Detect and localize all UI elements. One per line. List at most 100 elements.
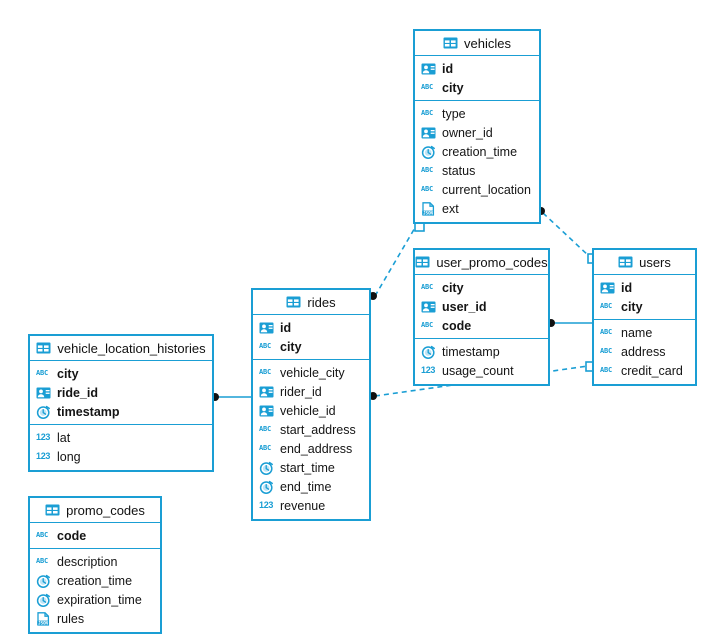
clock-icon — [36, 593, 51, 607]
abc-icon: ABC — [421, 283, 434, 291]
column-name: end_time — [280, 479, 332, 494]
primary-key-row[interactable]: id — [594, 278, 695, 297]
column-name: timestamp — [442, 344, 500, 359]
column-name: code — [442, 318, 472, 333]
column-row[interactable]: creation_time — [30, 571, 160, 590]
column-name: status — [442, 163, 476, 178]
table-grid-icon — [618, 256, 633, 268]
column-row[interactable]: rider_id — [253, 382, 369, 401]
column-name: creation_time — [442, 144, 518, 159]
table-header[interactable]: vehicles — [415, 31, 539, 56]
column-name: revenue — [280, 498, 326, 513]
id-card-icon — [421, 63, 436, 75]
column-name: type — [442, 106, 466, 121]
column-name: rules — [57, 611, 85, 626]
column-row[interactable]: JSON rules — [30, 609, 160, 628]
json-file-icon: JSON — [36, 611, 51, 626]
table-grid-icon — [286, 296, 301, 308]
column-name: creation_time — [57, 573, 133, 588]
table-header[interactable]: users — [594, 250, 695, 275]
abc-icon: ABC — [259, 368, 272, 376]
column-name: id — [280, 320, 292, 335]
column-row[interactable]: vehicle_id — [253, 401, 369, 420]
primary-key-row[interactable]: id — [415, 59, 539, 78]
id-card-icon — [421, 301, 436, 313]
clock-icon — [259, 480, 274, 494]
clock-icon — [36, 405, 51, 419]
abc-icon: ABC — [600, 328, 613, 336]
column-row[interactable]: timestamp — [415, 342, 548, 361]
column-name: ride_id — [57, 385, 98, 400]
column-row[interactable]: ABC type — [415, 104, 539, 123]
table-grid-icon — [415, 256, 430, 268]
primary-key-row[interactable]: user_id — [415, 297, 548, 316]
clock-icon — [421, 345, 436, 359]
abc-icon: ABC — [421, 109, 434, 117]
primary-key-row[interactable]: id — [253, 318, 369, 337]
column-row[interactable]: start_time — [253, 458, 369, 477]
column-row[interactable]: ABC status — [415, 161, 539, 180]
id-card-icon — [421, 127, 436, 139]
primary-key-row[interactable]: ABC code — [30, 526, 160, 545]
column-row[interactable]: expiration_time — [30, 590, 160, 609]
json-file-icon: JSON — [421, 201, 436, 216]
column-name: end_address — [280, 441, 353, 456]
column-row[interactable]: creation_time — [415, 142, 539, 161]
column-name: code — [57, 528, 87, 543]
table-title: users — [639, 254, 671, 270]
table-header[interactable]: promo_codes — [30, 498, 160, 523]
primary-key-row[interactable]: timestamp — [30, 402, 212, 421]
column-row[interactable]: owner_id — [415, 123, 539, 142]
column-name: owner_id — [442, 125, 493, 140]
column-name: credit_card — [621, 363, 683, 378]
id-card-icon — [259, 322, 274, 334]
svg-text:JSON: JSON — [423, 210, 433, 215]
abc-icon: ABC — [421, 166, 434, 174]
table-header[interactable]: user_promo_codes — [415, 250, 548, 275]
clock-icon — [421, 145, 436, 159]
table-grid-icon — [443, 37, 458, 49]
table-header[interactable]: rides — [253, 290, 369, 315]
column-name: city — [57, 366, 79, 381]
column-name: long — [57, 449, 81, 464]
123-icon: 123 — [421, 365, 436, 375]
table-grid-icon — [45, 504, 60, 516]
table-header[interactable]: vehicle_location_histories — [30, 336, 212, 361]
abc-icon: ABC — [600, 347, 613, 355]
abc-icon: ABC — [36, 531, 49, 539]
relationship-rel-rides-vlh — [211, 393, 251, 401]
column-row[interactable]: end_time — [253, 477, 369, 496]
primary-key-row[interactable]: ride_id — [30, 383, 212, 402]
